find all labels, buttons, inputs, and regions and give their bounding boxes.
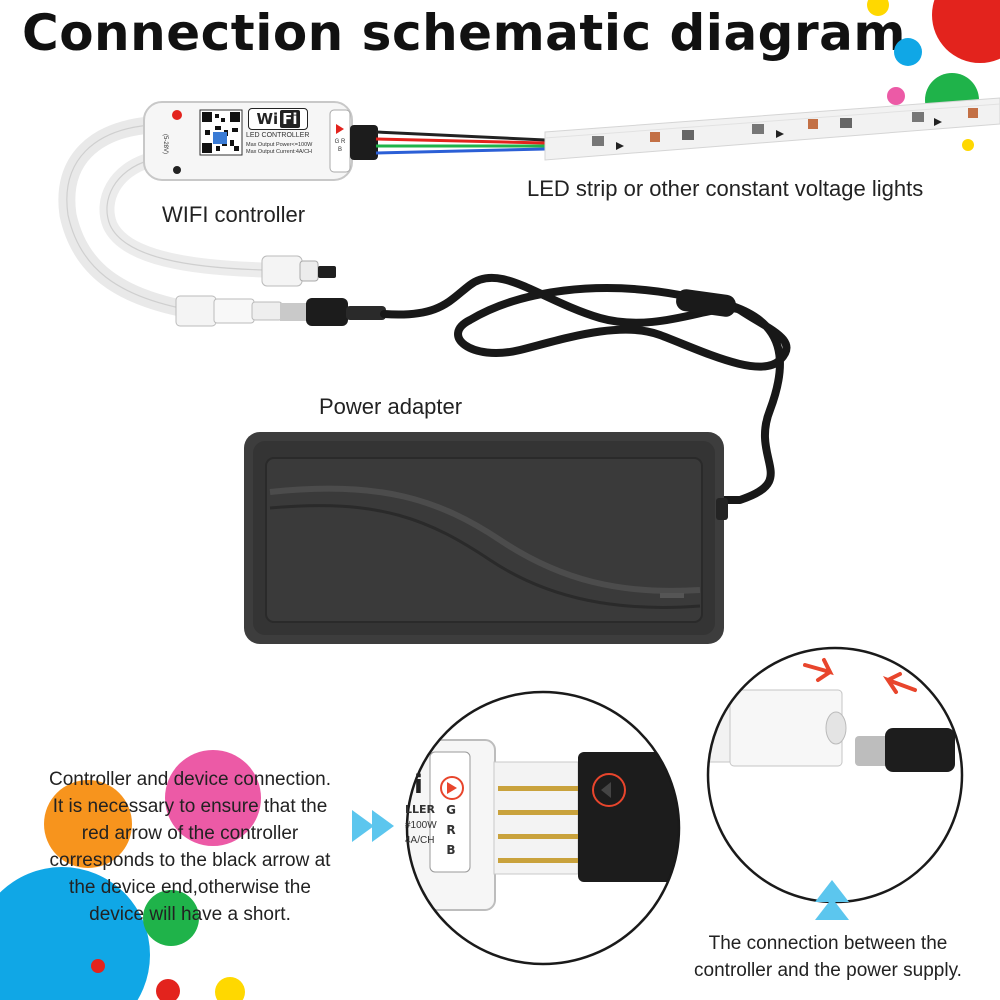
red-arrow-right bbox=[882, 672, 917, 694]
rgb-connector bbox=[350, 125, 546, 160]
note-controller-power: The connection between the controller an… bbox=[660, 930, 996, 984]
blue-arrow-left bbox=[352, 810, 394, 842]
zoom-fragment-ller: LLER bbox=[405, 803, 436, 816]
note-line: controller and the power supply. bbox=[694, 960, 962, 981]
decor-dot-yellow-bottom bbox=[215, 977, 245, 1000]
zoom-fragment-i: i bbox=[414, 770, 423, 800]
decor-dot-blue-large bbox=[0, 867, 150, 1000]
controller-subtitle: LED CONTROLLER bbox=[246, 132, 310, 139]
decor-dot-red-small bbox=[156, 979, 180, 1000]
note-line: the device end,otherwise the bbox=[69, 877, 311, 898]
note-line: Controller and device connection. bbox=[48, 769, 331, 790]
note-line: red arrow of the controller bbox=[81, 823, 299, 844]
label-wifi-controller: WIFI controller bbox=[162, 202, 306, 227]
ferrite-core bbox=[676, 289, 736, 317]
zoom-fragment-4ach: 4A/CH bbox=[405, 835, 435, 846]
zoom-fragment-100w: #100W bbox=[405, 820, 437, 831]
controller-voltage: (5-28V) bbox=[162, 134, 168, 155]
decor-dot-pink bbox=[887, 87, 905, 105]
decor-dot-orange bbox=[44, 780, 132, 868]
dc-connector-white bbox=[175, 295, 283, 327]
controller-max-current: Max Output Current:4A/CH bbox=[246, 149, 313, 155]
decor-dot-blue bbox=[894, 38, 922, 66]
decor-dot-pink-large bbox=[165, 750, 261, 846]
decor-dot-green-small bbox=[143, 890, 199, 946]
dc-female-plug bbox=[261, 255, 336, 287]
note-controller-device: Controller and device connection. It is … bbox=[10, 766, 370, 928]
blue-arrow-up bbox=[815, 880, 849, 920]
label-power-adapter: Power adapter bbox=[319, 394, 463, 419]
note-line: It is necessary to ensure that the bbox=[52, 796, 328, 817]
decor-dot-yellow-small bbox=[962, 139, 974, 151]
dc-male-plug-black bbox=[280, 298, 386, 326]
page-title: Connection schematic diagram bbox=[22, 4, 906, 62]
decor-dot-yellow bbox=[867, 0, 889, 16]
controller-max-power: Max Output Power<=100W bbox=[246, 142, 313, 148]
zoom-dc-connection bbox=[706, 646, 964, 904]
label-led-strip: LED strip or other constant voltage ligh… bbox=[527, 176, 924, 201]
zoom-pin-label: G R B bbox=[446, 803, 456, 857]
note-line: The connection between the bbox=[708, 933, 948, 954]
zoom-controller-pins bbox=[405, 690, 681, 966]
led-strip bbox=[544, 97, 1000, 161]
decor-dot-red-bottom bbox=[91, 959, 105, 973]
power-adapter-body bbox=[244, 432, 728, 644]
note-line: device will have a short. bbox=[89, 904, 291, 925]
power-cable bbox=[380, 273, 791, 504]
red-arrow-left bbox=[803, 658, 834, 682]
controller-pin-label: G R B bbox=[334, 139, 346, 153]
note-line: corresponds to the black arrow at bbox=[49, 850, 331, 871]
decor-dot-red bbox=[932, 0, 1000, 63]
